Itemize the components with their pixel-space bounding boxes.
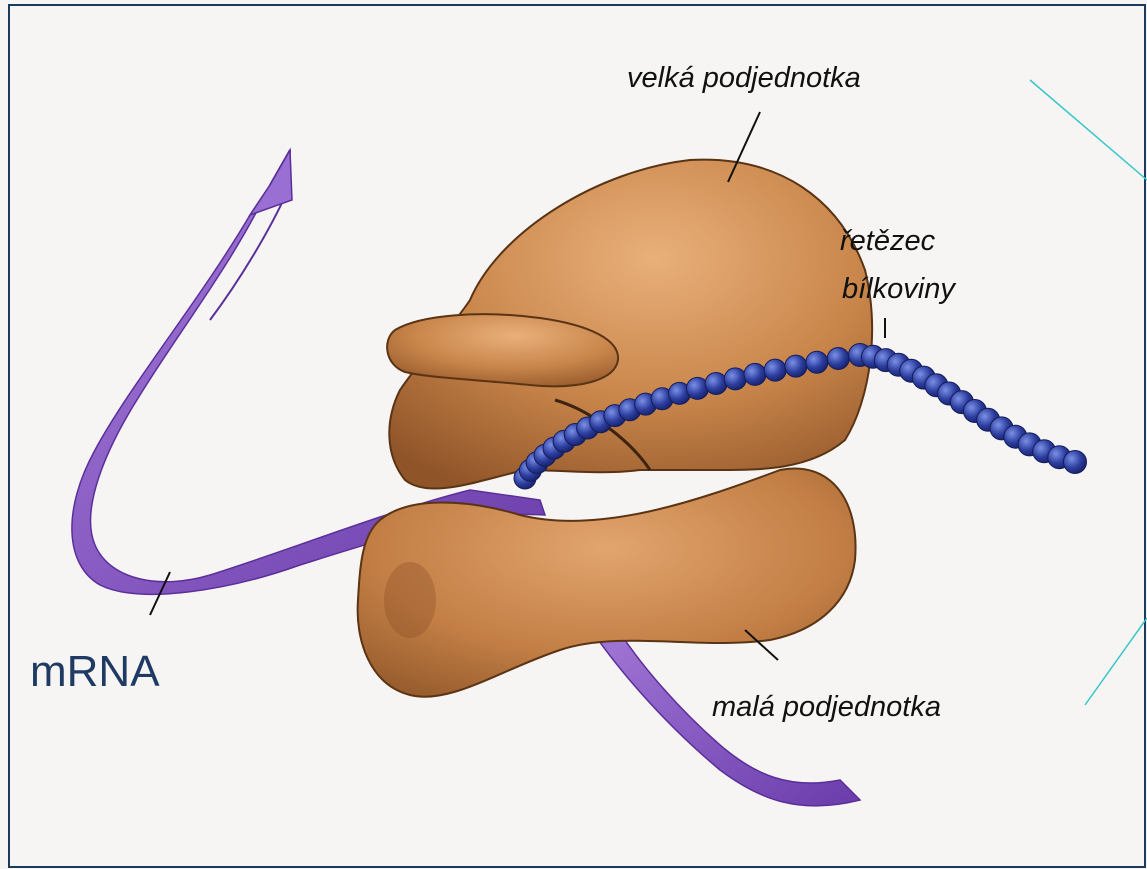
protein-bead — [724, 368, 746, 390]
protein-bead — [1064, 451, 1087, 474]
protein-bead — [806, 351, 828, 373]
protein-bead — [705, 373, 727, 395]
label-protein-chain-line2: bílkoviny — [842, 273, 956, 305]
label-protein-chain-line1: řetězec — [840, 225, 936, 257]
label-large-subunit: velká podjednotka — [627, 62, 861, 94]
label-small-subunit: malá podjednotka — [712, 691, 941, 723]
protein-bead — [785, 355, 807, 377]
protein-bead — [764, 359, 786, 381]
protein-bead — [744, 363, 766, 385]
protein-bead — [827, 348, 849, 370]
label-mrna: mRNA — [30, 647, 160, 696]
